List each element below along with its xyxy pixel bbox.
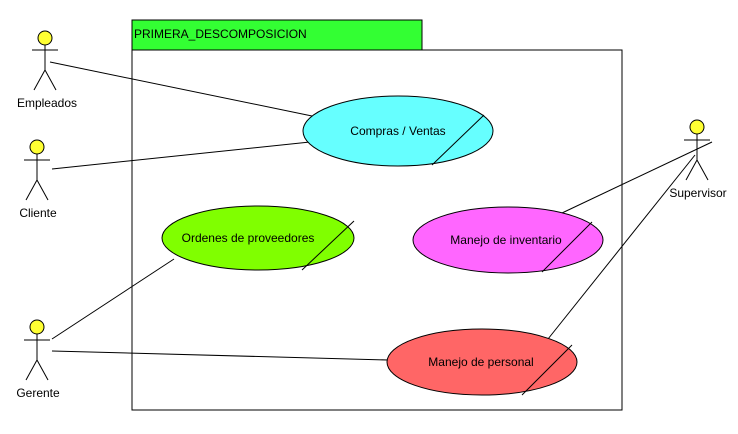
use-case-manejo-personal[interactable]: Manejo de personal xyxy=(386,328,578,396)
use-case-slash xyxy=(521,344,573,396)
use-case-ellipse xyxy=(386,328,578,396)
actor-leg-left xyxy=(25,179,38,201)
actor-empleados[interactable]: Empleados xyxy=(17,30,77,110)
association-cliente-compras[interactable] xyxy=(51,141,311,170)
use-case-label: Compras / Ventas xyxy=(350,124,445,138)
actor-label: Empleados xyxy=(17,96,77,110)
use-case-ellipse xyxy=(412,206,604,274)
association-supervisor-inventario[interactable] xyxy=(561,141,713,214)
association-empleados-compras[interactable] xyxy=(49,61,313,117)
use-case-manejo-inventario[interactable]: Manejo de inventario xyxy=(412,206,604,274)
actor-head xyxy=(29,139,45,155)
association-gerente-ordenes[interactable] xyxy=(51,258,175,340)
actor-leg-left xyxy=(25,359,38,381)
actor-supervisor[interactable]: Supervisor xyxy=(669,119,727,200)
actor-label: Cliente xyxy=(19,206,57,220)
association-supervisor-personal[interactable] xyxy=(547,154,696,340)
associations xyxy=(49,61,713,361)
use-case-ellipse xyxy=(302,95,494,167)
actor-leg-right xyxy=(36,179,49,201)
actor-leg-left xyxy=(33,69,46,91)
use-case-ordenes-proveedores[interactable]: Ordenes de proveedores xyxy=(161,205,355,271)
actor-label: Supervisor xyxy=(669,186,726,200)
use-case-slash xyxy=(431,114,485,166)
use-case-label: Manejo de personal xyxy=(428,355,533,369)
actor-head xyxy=(689,119,705,135)
actor-head xyxy=(37,30,53,46)
use-case-label: Ordenes de proveedores xyxy=(182,231,315,245)
actor-head xyxy=(29,319,45,335)
actor-leg-right xyxy=(696,159,709,181)
actor-leg-right xyxy=(36,359,49,381)
use-case-slash xyxy=(541,221,593,273)
system-title: PRIMERA_DESCOMPOSICION xyxy=(134,27,307,41)
actor-gerente[interactable]: Gerente xyxy=(16,319,60,400)
actor-label: Gerente xyxy=(16,386,60,400)
use-case-ellipse xyxy=(161,205,355,271)
use-case-label: Manejo de inventario xyxy=(450,233,562,247)
actor-leg-left xyxy=(685,159,698,181)
use-case-compras-ventas[interactable]: Compras / Ventas xyxy=(302,95,494,167)
system-title-tab xyxy=(131,19,423,51)
actor-leg-right xyxy=(44,69,57,91)
actor-cliente[interactable]: Cliente xyxy=(19,139,57,220)
association-gerente-personal[interactable] xyxy=(51,350,389,361)
use-case-slash xyxy=(301,220,355,271)
